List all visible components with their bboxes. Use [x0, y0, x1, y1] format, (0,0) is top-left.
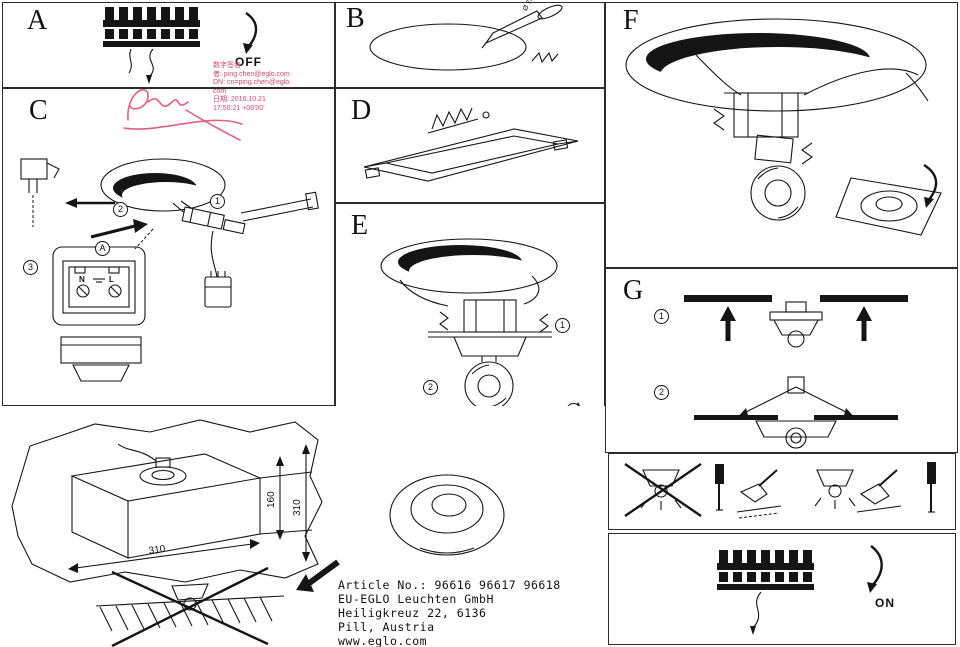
sketch-outline-drawing [11, 419, 323, 583]
article-info: Article No.: 96616 96617 96618 EU-EGLO L… [338, 578, 603, 647]
plug-connector-drawing [204, 271, 232, 308]
ref-a-marker: A [95, 241, 110, 256]
panel-f-label: F [623, 5, 639, 36]
mounting-bracket-drawing [240, 191, 319, 222]
article-number-line: Article No.: 96616 96617 96618 [338, 578, 561, 592]
panel-f-drawing [625, 18, 942, 236]
step2-drawing [694, 376, 898, 449]
panel-b-drawing [369, 4, 563, 71]
hand-with-screwdriver-drawing-right [856, 469, 902, 513]
panel-c-drawing [20, 158, 319, 382]
off-label: OFF [235, 55, 262, 69]
step-1-marker: 1 [210, 194, 225, 209]
warning-drawing [624, 462, 936, 519]
spring-clip-drawing [427, 107, 490, 134]
lamp-drawing [464, 361, 514, 411]
screwdriver-icon-right [927, 462, 936, 513]
panel-d: D [335, 88, 605, 203]
panel-on: ON [608, 533, 956, 645]
wire-drawing [752, 591, 762, 629]
dimension-height-label: 160 [266, 491, 277, 508]
terminal-n-label: N [79, 275, 85, 284]
panel-e-drawing [380, 238, 583, 464]
panel-c: C [2, 88, 335, 406]
marker-pen-icon [481, 4, 563, 49]
panel-b: B Ø 70MM [335, 0, 605, 88]
terminal-strip-icon [103, 7, 200, 47]
company-line: EU-EGLO Leuchten GmbH [338, 592, 494, 606]
panel-b-label: B [346, 3, 365, 34]
panel-warning [608, 453, 956, 530]
arrow-right-icon [90, 219, 148, 239]
step-1-marker: 1 [555, 318, 570, 333]
panel-on-drawing [717, 545, 883, 635]
city-line: Pill, Austria [338, 620, 435, 634]
step-2-marker: 2 [654, 385, 669, 400]
terminal-detail-drawing [52, 246, 146, 326]
ceiling-hole-drawing [100, 158, 226, 212]
wire-drawing [148, 48, 154, 78]
trim-ring-drawing [835, 177, 942, 236]
step-2-marker: 2 [423, 380, 438, 395]
curved-arrow-icon [245, 12, 258, 48]
panel-g-label: G [623, 275, 644, 306]
fixture-body-drawing [713, 92, 813, 165]
dimension-width-label: 310 [148, 543, 167, 557]
ceiling-hole-drawing [369, 23, 527, 71]
dimensions-drawing [11, 419, 505, 647]
panel-f: F [605, 2, 958, 268]
panel-d-label: D [351, 95, 372, 126]
panel-a-label: A [27, 5, 48, 36]
signature-line: 数字签名 [213, 62, 241, 69]
terminal-strip-icon [717, 550, 814, 590]
panel-g-drawing [684, 295, 908, 449]
on-label: ON [875, 596, 895, 610]
panel-g: G [605, 268, 958, 453]
step-2-marker: 2 [113, 202, 128, 217]
dimensions-region: 310 160 310 Article No.: 96616 96617 966… [0, 406, 605, 647]
wire-drawing [523, 275, 540, 305]
step-3-marker: 3 [23, 260, 38, 275]
signature-line: 17:50:21 +08'00' [213, 104, 265, 112]
fixture-body-drawing [428, 299, 552, 362]
signature-line: 者: ping.chen@eglo.com [213, 70, 290, 78]
curved-arrow-icon [870, 545, 883, 587]
cable-drawing [210, 230, 218, 278]
address-line: Heiligkreuz 22, 6136 [338, 606, 487, 620]
thick-arrow-icon [296, 559, 340, 592]
mounting-box-drawing [70, 443, 262, 559]
driver-box-drawing [181, 206, 246, 235]
lamp-drawing [750, 165, 806, 221]
website-line: www.eglo.com [338, 634, 428, 647]
lamp-drawing-right [814, 469, 856, 509]
rotate-arrow-icon [923, 163, 938, 208]
terminal-l-label: L [109, 275, 114, 284]
hook-bracket-drawing [20, 158, 60, 227]
crossed-surface-drawing [95, 566, 285, 647]
crossed-lamp-drawing [624, 463, 702, 517]
dimension-depth-label: 310 [292, 499, 303, 516]
panel-d-drawing [363, 107, 579, 182]
scribble-drawing [531, 51, 559, 64]
ceiling-hole-drawing [380, 238, 558, 294]
panel-c-label: C [29, 95, 48, 126]
signature-line: DN: cn=ping.chen@eglo.com [213, 79, 292, 95]
panel-a: A OFF [2, 2, 335, 88]
mounting-ring-drawing [363, 128, 579, 182]
panel-e-label: E [351, 210, 369, 241]
digital-signature-text: 数字签名 者: ping.chen@eglo.com DN: cn=ping.c… [213, 62, 293, 113]
fixture-top-view-drawing [60, 336, 142, 382]
panel-a-drawing [103, 7, 258, 84]
screwdriver-icon [715, 464, 724, 511]
ceiling-hole-drawing [625, 18, 927, 112]
hand-with-screwdriver-drawing [736, 469, 782, 519]
signature-line: 日期: 2016.10.21 [213, 96, 266, 103]
handwritten-signature [123, 88, 243, 141]
step1-drawing [684, 295, 908, 348]
dimension-lines [68, 444, 313, 573]
step-1-marker: 1 [654, 309, 669, 324]
trim-ring-front-drawing [389, 474, 505, 556]
arrow-left-icon [65, 198, 115, 208]
